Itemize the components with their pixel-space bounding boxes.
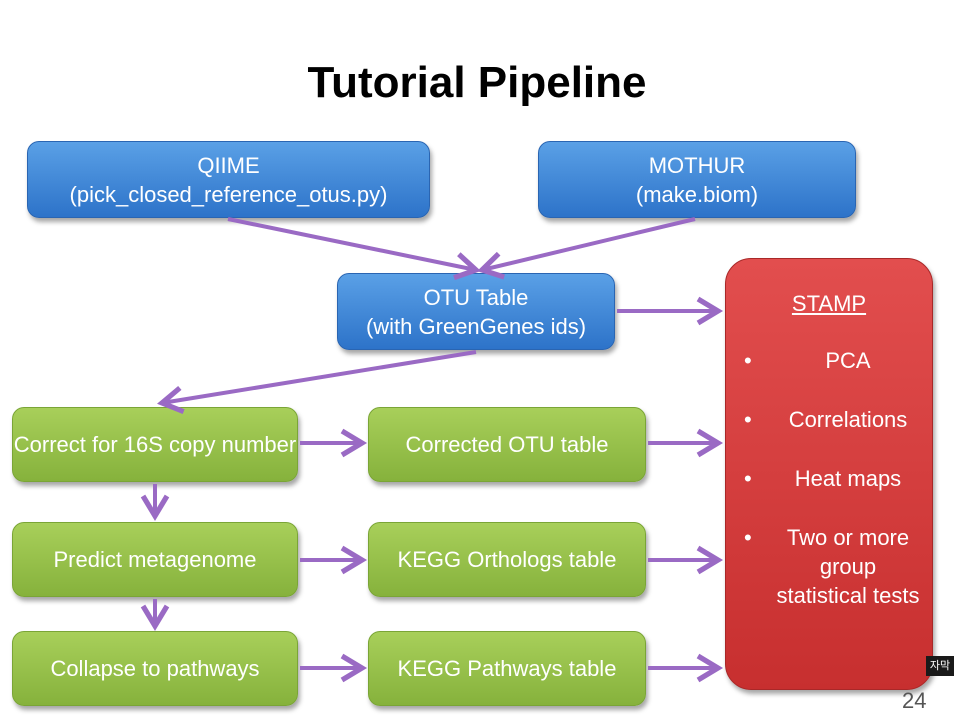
stamp-item-label: Heat maps	[794, 466, 902, 491]
arrow-mothur-to-otu	[477, 217, 696, 280]
arrow-otu-to-correct	[157, 350, 477, 415]
stamp-item-pca: • PCA	[726, 346, 932, 375]
stamp-feature-list: • PCA • Correlations • Heat maps • Two o…	[726, 346, 932, 640]
mothur-box: MOTHUR (make.biom)	[538, 141, 856, 218]
qiime-command: (pick_closed_reference_otus.py)	[69, 181, 388, 207]
kegg-orthologs-table-box: KEGG Orthologs table	[368, 522, 646, 597]
kegg-pathways-table-box: KEGG Pathways table	[368, 631, 646, 706]
stamp-item-label: Two or more group statistical tests	[776, 525, 920, 608]
qiime-label: QIIME	[197, 152, 260, 178]
mothur-label: MOTHUR	[648, 152, 746, 178]
stamp-item-group-tests: • Two or more group statistical tests	[726, 523, 932, 610]
qiime-box: QIIME (pick_closed_reference_otus.py)	[27, 141, 430, 218]
otu-table-box: OTU Table (with GreenGenes ids)	[337, 273, 615, 350]
predict-metagenome-box: Predict metagenome	[12, 522, 298, 597]
correct-copy-number-label: Correct for 16S copy number	[13, 432, 297, 457]
collapse-pathways-label: Collapse to pathways	[50, 656, 260, 681]
arrow-qiime-to-otu	[227, 217, 481, 281]
kegg-orthologs-table-label: KEGG Orthologs table	[397, 547, 617, 572]
stamp-item-correlations: • Correlations	[726, 405, 932, 434]
collapse-pathways-box: Collapse to pathways	[12, 631, 298, 706]
bullet-icon: •	[744, 525, 752, 550]
kegg-pathways-table-label: KEGG Pathways table	[397, 656, 617, 681]
stamp-box: STAMP • PCA • Correlations • Heat maps •…	[725, 258, 933, 690]
bullet-icon: •	[744, 348, 752, 373]
corrected-otu-table-box: Corrected OTU table	[368, 407, 646, 482]
mothur-command: (make.biom)	[635, 181, 759, 207]
corrected-otu-table-label: Corrected OTU table	[405, 432, 609, 457]
stamp-title: STAMP	[791, 291, 867, 316]
bullet-icon: •	[744, 466, 752, 491]
stamp-item-label: Correlations	[788, 407, 908, 432]
predict-metagenome-label: Predict metagenome	[53, 547, 257, 572]
correct-copy-number-box: Correct for 16S copy number	[12, 407, 298, 482]
page-number: 24	[902, 688, 927, 713]
bullet-icon: •	[744, 407, 752, 432]
stamp-item-label: PCA	[825, 348, 871, 373]
otu-table-label: OTU Table	[423, 284, 529, 310]
otu-table-subtitle: (with GreenGenes ids)	[365, 313, 587, 339]
slide-title: Tutorial Pipeline	[307, 58, 647, 107]
stamp-item-heat-maps: • Heat maps	[726, 464, 932, 493]
caption-badge[interactable]: 자막	[926, 656, 954, 676]
